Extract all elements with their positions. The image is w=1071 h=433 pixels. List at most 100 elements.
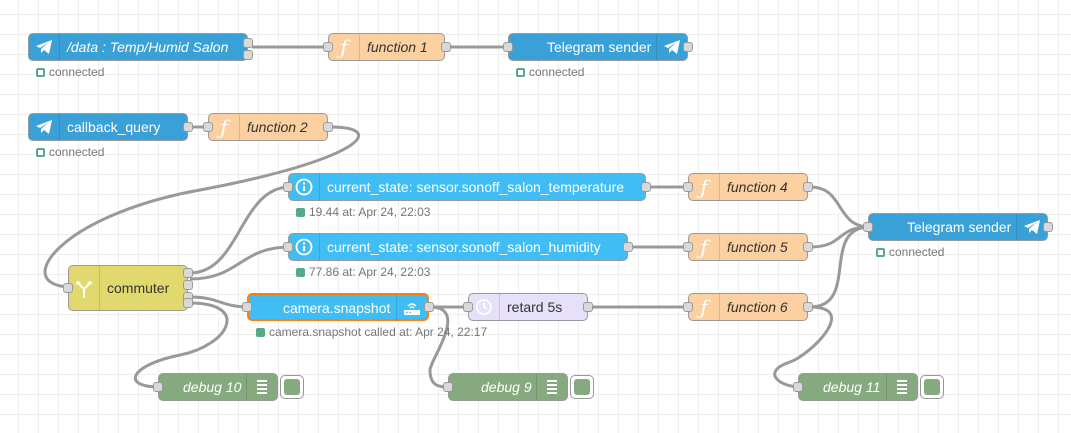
camera-snapshot-node[interactable]: camera.snapshot — [247, 293, 429, 321]
retard-delay-node[interactable]: retard 5s — [468, 293, 588, 321]
input-port[interactable] — [683, 242, 693, 252]
input-port[interactable] — [242, 302, 252, 312]
debug-toggle-button[interactable] — [920, 375, 944, 399]
status-indicator: 19.44 at: Apr 24, 22:03 — [296, 205, 430, 219]
debug-11-node[interactable]: debug 11 — [798, 373, 918, 401]
function-6-node[interactable]: ƒ function 6 — [688, 293, 808, 321]
input-port[interactable] — [683, 302, 693, 312]
output-port[interactable] — [441, 42, 451, 52]
output-port[interactable] — [183, 268, 193, 278]
node-label: retard 5s — [507, 299, 563, 315]
output-port[interactable] — [243, 50, 253, 60]
function-1-node[interactable]: ƒ function 1 — [328, 33, 445, 61]
input-port[interactable] — [793, 382, 803, 392]
status-text: 77.86 at: Apr 24, 22:03 — [309, 265, 431, 279]
status-dot-icon — [256, 327, 265, 337]
function-icon: ƒ — [689, 294, 720, 320]
wire-camera-to-debug9[interactable] — [428, 305, 451, 389]
status-ring-icon — [516, 67, 525, 77]
status-text: 19.44 at: Apr 24, 22:03 — [309, 205, 431, 219]
status-ring-icon — [36, 67, 45, 77]
output-port[interactable] — [623, 242, 633, 252]
node-label: debug 10 — [183, 379, 242, 395]
output-port[interactable] — [803, 302, 813, 312]
status-indicator: connected — [516, 65, 584, 79]
input-port[interactable] — [683, 182, 693, 192]
node-label: function 6 — [727, 299, 788, 315]
input-port[interactable] — [323, 42, 333, 52]
debug-9-node[interactable]: debug 9 — [448, 373, 568, 401]
telegram-sender-1-node[interactable]: Telegram sender — [508, 33, 688, 61]
status-indicator: camera.snapshot called at: Apr 24, 22:17 — [256, 325, 487, 339]
wire-function6-to-sender2[interactable] — [809, 225, 871, 309]
status-text: connected — [49, 145, 105, 159]
node-label: debug 11 — [823, 379, 881, 395]
input-port[interactable] — [863, 222, 873, 232]
info-icon — [289, 174, 320, 200]
output-port[interactable] — [183, 298, 193, 308]
node-label: /data : Temp/Humid Salon — [67, 39, 229, 55]
function-5-node[interactable]: ƒ function 5 — [688, 233, 808, 261]
function-2-node[interactable]: ƒ function 2 — [208, 113, 328, 141]
output-port[interactable] — [803, 242, 813, 252]
wire-function2-to-commuter[interactable] — [43, 125, 361, 289]
status-indicator: connected — [36, 65, 104, 79]
timer-icon — [469, 294, 500, 320]
telegram-callback-node[interactable]: callback_query — [28, 113, 188, 141]
output-port[interactable] — [1043, 222, 1053, 232]
debug-list-icon — [886, 374, 917, 400]
function-icon: ƒ — [209, 114, 240, 140]
output-port[interactable] — [323, 122, 333, 132]
ha-current-state-temperature-node[interactable]: current_state: sensor.sonoff_salon_tempe… — [288, 173, 646, 201]
output-port[interactable] — [183, 280, 193, 290]
telegram-plane-icon — [29, 34, 60, 60]
input-port[interactable] — [63, 283, 73, 293]
debug-toggle-button[interactable] — [280, 375, 304, 399]
input-port[interactable] — [443, 382, 453, 392]
node-label: function 1 — [367, 39, 428, 55]
telegram-sender-2-node[interactable]: Telegram sender — [868, 213, 1048, 241]
output-port[interactable] — [803, 182, 813, 192]
debug-toggle-button[interactable] — [570, 375, 594, 399]
node-label: debug 9 — [481, 379, 532, 395]
node-label: function 5 — [727, 239, 788, 255]
function-icon: ƒ — [329, 34, 360, 60]
wire-commuter-to-debug10[interactable] — [134, 301, 229, 389]
status-text: camera.snapshot called at: Apr 24, 22:17 — [269, 325, 488, 339]
node-label: function 2 — [247, 119, 308, 135]
node-label: commuter — [107, 280, 170, 296]
output-port[interactable] — [641, 182, 651, 192]
ha-current-state-humidity-node[interactable]: current_state: sensor.sonoff_salon_humid… — [288, 233, 628, 261]
telegram-receiver-data-node[interactable]: /data : Temp/Humid Salon — [28, 33, 248, 61]
input-port[interactable] — [463, 302, 473, 312]
wire-function5-to-sender2[interactable] — [809, 225, 871, 249]
commuter-switch-node[interactable]: commuter — [68, 265, 188, 311]
input-port[interactable] — [283, 182, 293, 192]
node-label: Telegram sender — [547, 39, 652, 55]
status-text: connected — [529, 65, 585, 79]
node-label: current_state: sensor.sonoff_salon_humid… — [327, 239, 601, 255]
node-label: current_state: sensor.sonoff_salon_tempe… — [327, 179, 625, 195]
wire-function6-to-debug11[interactable] — [773, 305, 833, 389]
status-ring-icon — [36, 147, 45, 157]
node-label: Telegram sender — [907, 219, 1012, 235]
wire-commuter-to-temp[interactable] — [189, 185, 291, 275]
output-port[interactable] — [243, 38, 253, 48]
input-port[interactable] — [503, 42, 513, 52]
wire-function4-to-sender2[interactable] — [809, 185, 871, 229]
telegram-plane-icon — [656, 34, 687, 60]
function-4-node[interactable]: ƒ function 4 — [688, 173, 808, 201]
output-port[interactable] — [583, 302, 593, 312]
input-port[interactable] — [153, 382, 163, 392]
debug-10-node[interactable]: debug 10 — [158, 373, 278, 401]
debug-list-icon — [536, 374, 567, 400]
output-port[interactable] — [683, 42, 693, 52]
output-port[interactable] — [183, 122, 193, 132]
function-icon: ƒ — [689, 234, 720, 260]
input-port[interactable] — [283, 242, 293, 252]
input-port[interactable] — [203, 122, 213, 132]
wire-commuter-to-humid[interactable] — [189, 245, 291, 281]
node-label: function 4 — [727, 179, 788, 195]
output-port[interactable] — [424, 302, 434, 312]
